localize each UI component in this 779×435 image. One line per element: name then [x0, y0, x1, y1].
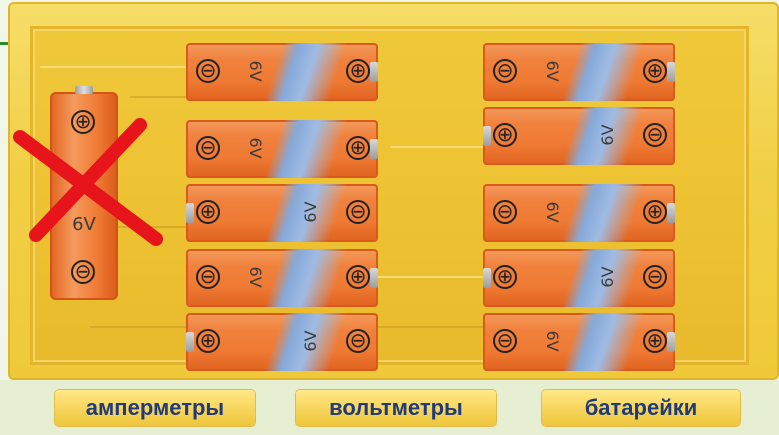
minus-symbol: ⊖ [493, 59, 517, 83]
battery-terminal [483, 126, 491, 146]
tab-bar: амперметры вольтметры батарейки [0, 380, 779, 435]
plus-symbol: ⊕ [643, 329, 667, 353]
battery-6v[interactable]: ⊖ ⊕ 6V [186, 43, 378, 101]
plus-symbol: ⊕ [71, 110, 95, 134]
battery-band [559, 43, 647, 101]
minus-symbol: ⊖ [643, 265, 667, 289]
battery-voltage-label: 6V [543, 60, 562, 82]
wood-grain [330, 276, 630, 278]
edge-line-top [0, 42, 10, 45]
battery-voltage-label: 6V [246, 60, 265, 82]
minus-symbol: ⊖ [196, 59, 220, 83]
battery-terminal [483, 268, 491, 288]
plus-symbol: ⊕ [196, 200, 220, 224]
battery-voltage-label: 6V [301, 201, 320, 223]
battery-6v[interactable]: ⊖ ⊕ 6V [186, 249, 378, 307]
battery-band [559, 313, 647, 371]
battery-6v[interactable]: ⊖ ⊕ 6V [483, 43, 675, 101]
plus-symbol: ⊕ [643, 200, 667, 224]
battery-band [262, 249, 350, 307]
battery-terminal [75, 86, 93, 94]
battery-terminal [186, 332, 194, 352]
battery-terminal [667, 62, 675, 82]
plus-symbol: ⊕ [346, 59, 370, 83]
wood-grain [40, 66, 200, 68]
wood-grain [50, 226, 310, 228]
minus-symbol: ⊖ [71, 260, 95, 284]
battery-voltage-label: 6V [598, 266, 617, 288]
battery-terminal [370, 139, 378, 159]
battery-voltage-label: 6V [246, 266, 265, 288]
battery-terminal [370, 62, 378, 82]
minus-symbol: ⊖ [346, 329, 370, 353]
plus-symbol: ⊕ [346, 265, 370, 289]
battery-6v[interactable]: ⊖ ⊕ 6V [186, 313, 378, 371]
plus-symbol: ⊕ [196, 329, 220, 353]
battery-6v[interactable]: ⊖ ⊕ 6V [186, 184, 378, 242]
battery-6v[interactable]: ⊖ ⊕ 6V [483, 107, 675, 165]
minus-symbol: ⊖ [493, 329, 517, 353]
minus-symbol: ⊖ [196, 136, 220, 160]
minus-symbol: ⊖ [493, 200, 517, 224]
plus-symbol: ⊕ [643, 59, 667, 83]
plus-symbol: ⊕ [346, 136, 370, 160]
battery-terminal [370, 268, 378, 288]
battery-voltage-label: 6V [598, 124, 617, 146]
tab-ammeters[interactable]: амперметры [55, 390, 255, 426]
battery-6v[interactable]: ⊖ ⊕ 6V [186, 120, 378, 178]
plus-symbol: ⊕ [493, 265, 517, 289]
plus-symbol: ⊕ [493, 123, 517, 147]
battery-terminal [186, 203, 194, 223]
battery-terminal [667, 203, 675, 223]
minus-symbol: ⊖ [643, 123, 667, 147]
battery-6v[interactable]: ⊖ ⊕ 6V [483, 313, 675, 371]
cross-out-icon [13, 118, 163, 246]
battery-voltage-label: 6V [543, 330, 562, 352]
battery-terminal [667, 332, 675, 352]
tab-batteries[interactable]: батарейки [542, 390, 740, 426]
battery-band [262, 43, 350, 101]
battery-voltage-label: 6V [246, 137, 265, 159]
battery-voltage-label: 6V [301, 330, 320, 352]
tab-voltmeters[interactable]: вольтметры [296, 390, 496, 426]
battery-6v[interactable]: ⊖ ⊕ 6V [483, 184, 675, 242]
minus-symbol: ⊖ [346, 200, 370, 224]
battery-6v[interactable]: ⊖ ⊕ 6V [483, 249, 675, 307]
minus-symbol: ⊖ [196, 265, 220, 289]
battery-band [262, 120, 350, 178]
battery-voltage-label: 6V [72, 214, 96, 235]
battery-band [559, 184, 647, 242]
battery-voltage-label: 6V [543, 201, 562, 223]
